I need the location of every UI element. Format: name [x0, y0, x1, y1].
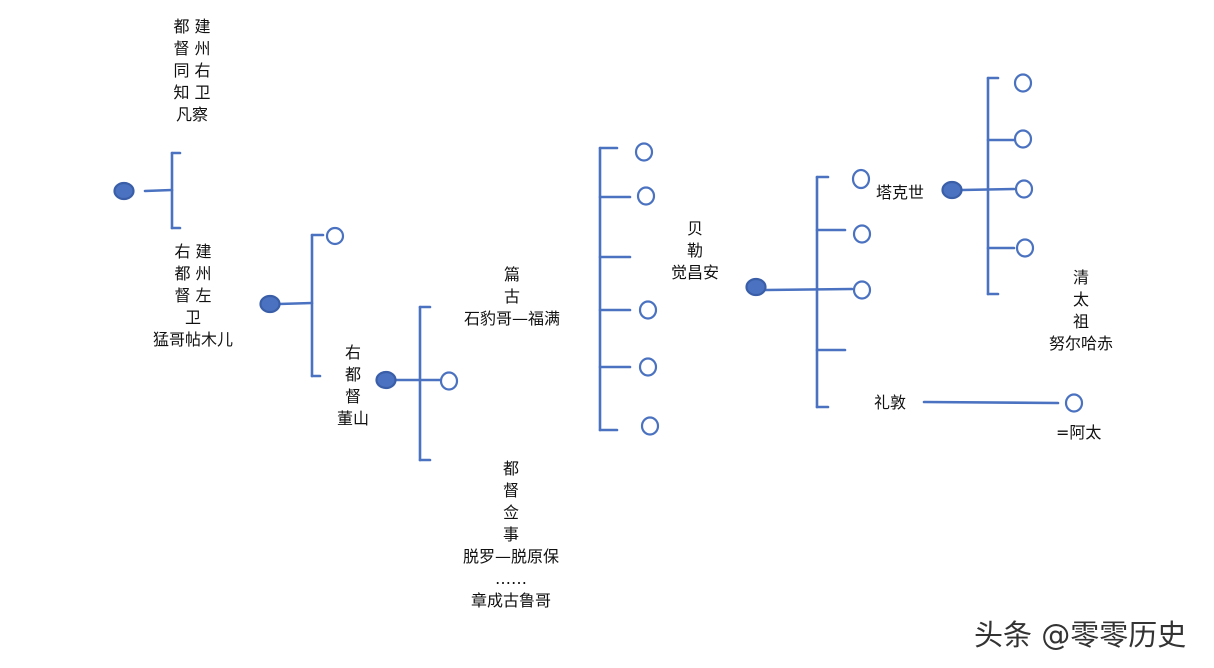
edge — [764, 287, 854, 292]
node-hollow — [1013, 129, 1033, 149]
watermark: 头条 @零零历史 — [974, 618, 1187, 652]
label-fuman: 篇 古 石豹哥—福满 — [463, 265, 560, 328]
node-hollow — [638, 357, 658, 377]
edge — [277, 301, 314, 306]
label-fancha: 都 建 督 州 同 右 知 卫 凡察 — [173, 17, 211, 124]
node-hollow — [439, 371, 459, 391]
node-hollow — [851, 168, 871, 190]
node-mengge-temur — [259, 294, 281, 314]
label-giocangga: 贝 勒 觉昌安 — [670, 219, 719, 282]
node-hollow — [640, 416, 660, 436]
node-fancha-mengge-parent — [113, 181, 135, 201]
node-hollow — [1015, 238, 1035, 258]
label-atai: =阿太 — [1056, 423, 1102, 442]
node-giocangga — [745, 277, 767, 297]
label-tuoluo: 都 督 佥 事 脱罗—脱原保 …… 章成古鲁哥 — [462, 459, 559, 610]
label-mengge-temur: 右 建 都 州 督 左 卫 猛哥帖木儿 — [152, 242, 233, 349]
edge — [143, 188, 174, 193]
label-nurhaci: 清 太 祖 努尔哈赤 — [1048, 268, 1113, 353]
label-taksi: 塔克世 — [876, 183, 925, 202]
node-hollow — [1014, 179, 1034, 199]
node-atai — [1064, 393, 1084, 413]
node-taksi — [941, 180, 963, 200]
node-hollow — [638, 300, 658, 320]
node-hollow — [852, 280, 872, 300]
node-hollow — [634, 142, 654, 162]
label-dongshan: 右 都 督 董山 — [336, 343, 369, 428]
edge — [922, 400, 1060, 405]
node-dongshan — [375, 370, 397, 390]
node-hollow — [636, 186, 656, 206]
node-hollow — [1013, 73, 1033, 93]
node-hollow — [325, 226, 345, 246]
label-lidun: 礼敦 — [874, 393, 907, 412]
node-hollow — [852, 224, 872, 244]
